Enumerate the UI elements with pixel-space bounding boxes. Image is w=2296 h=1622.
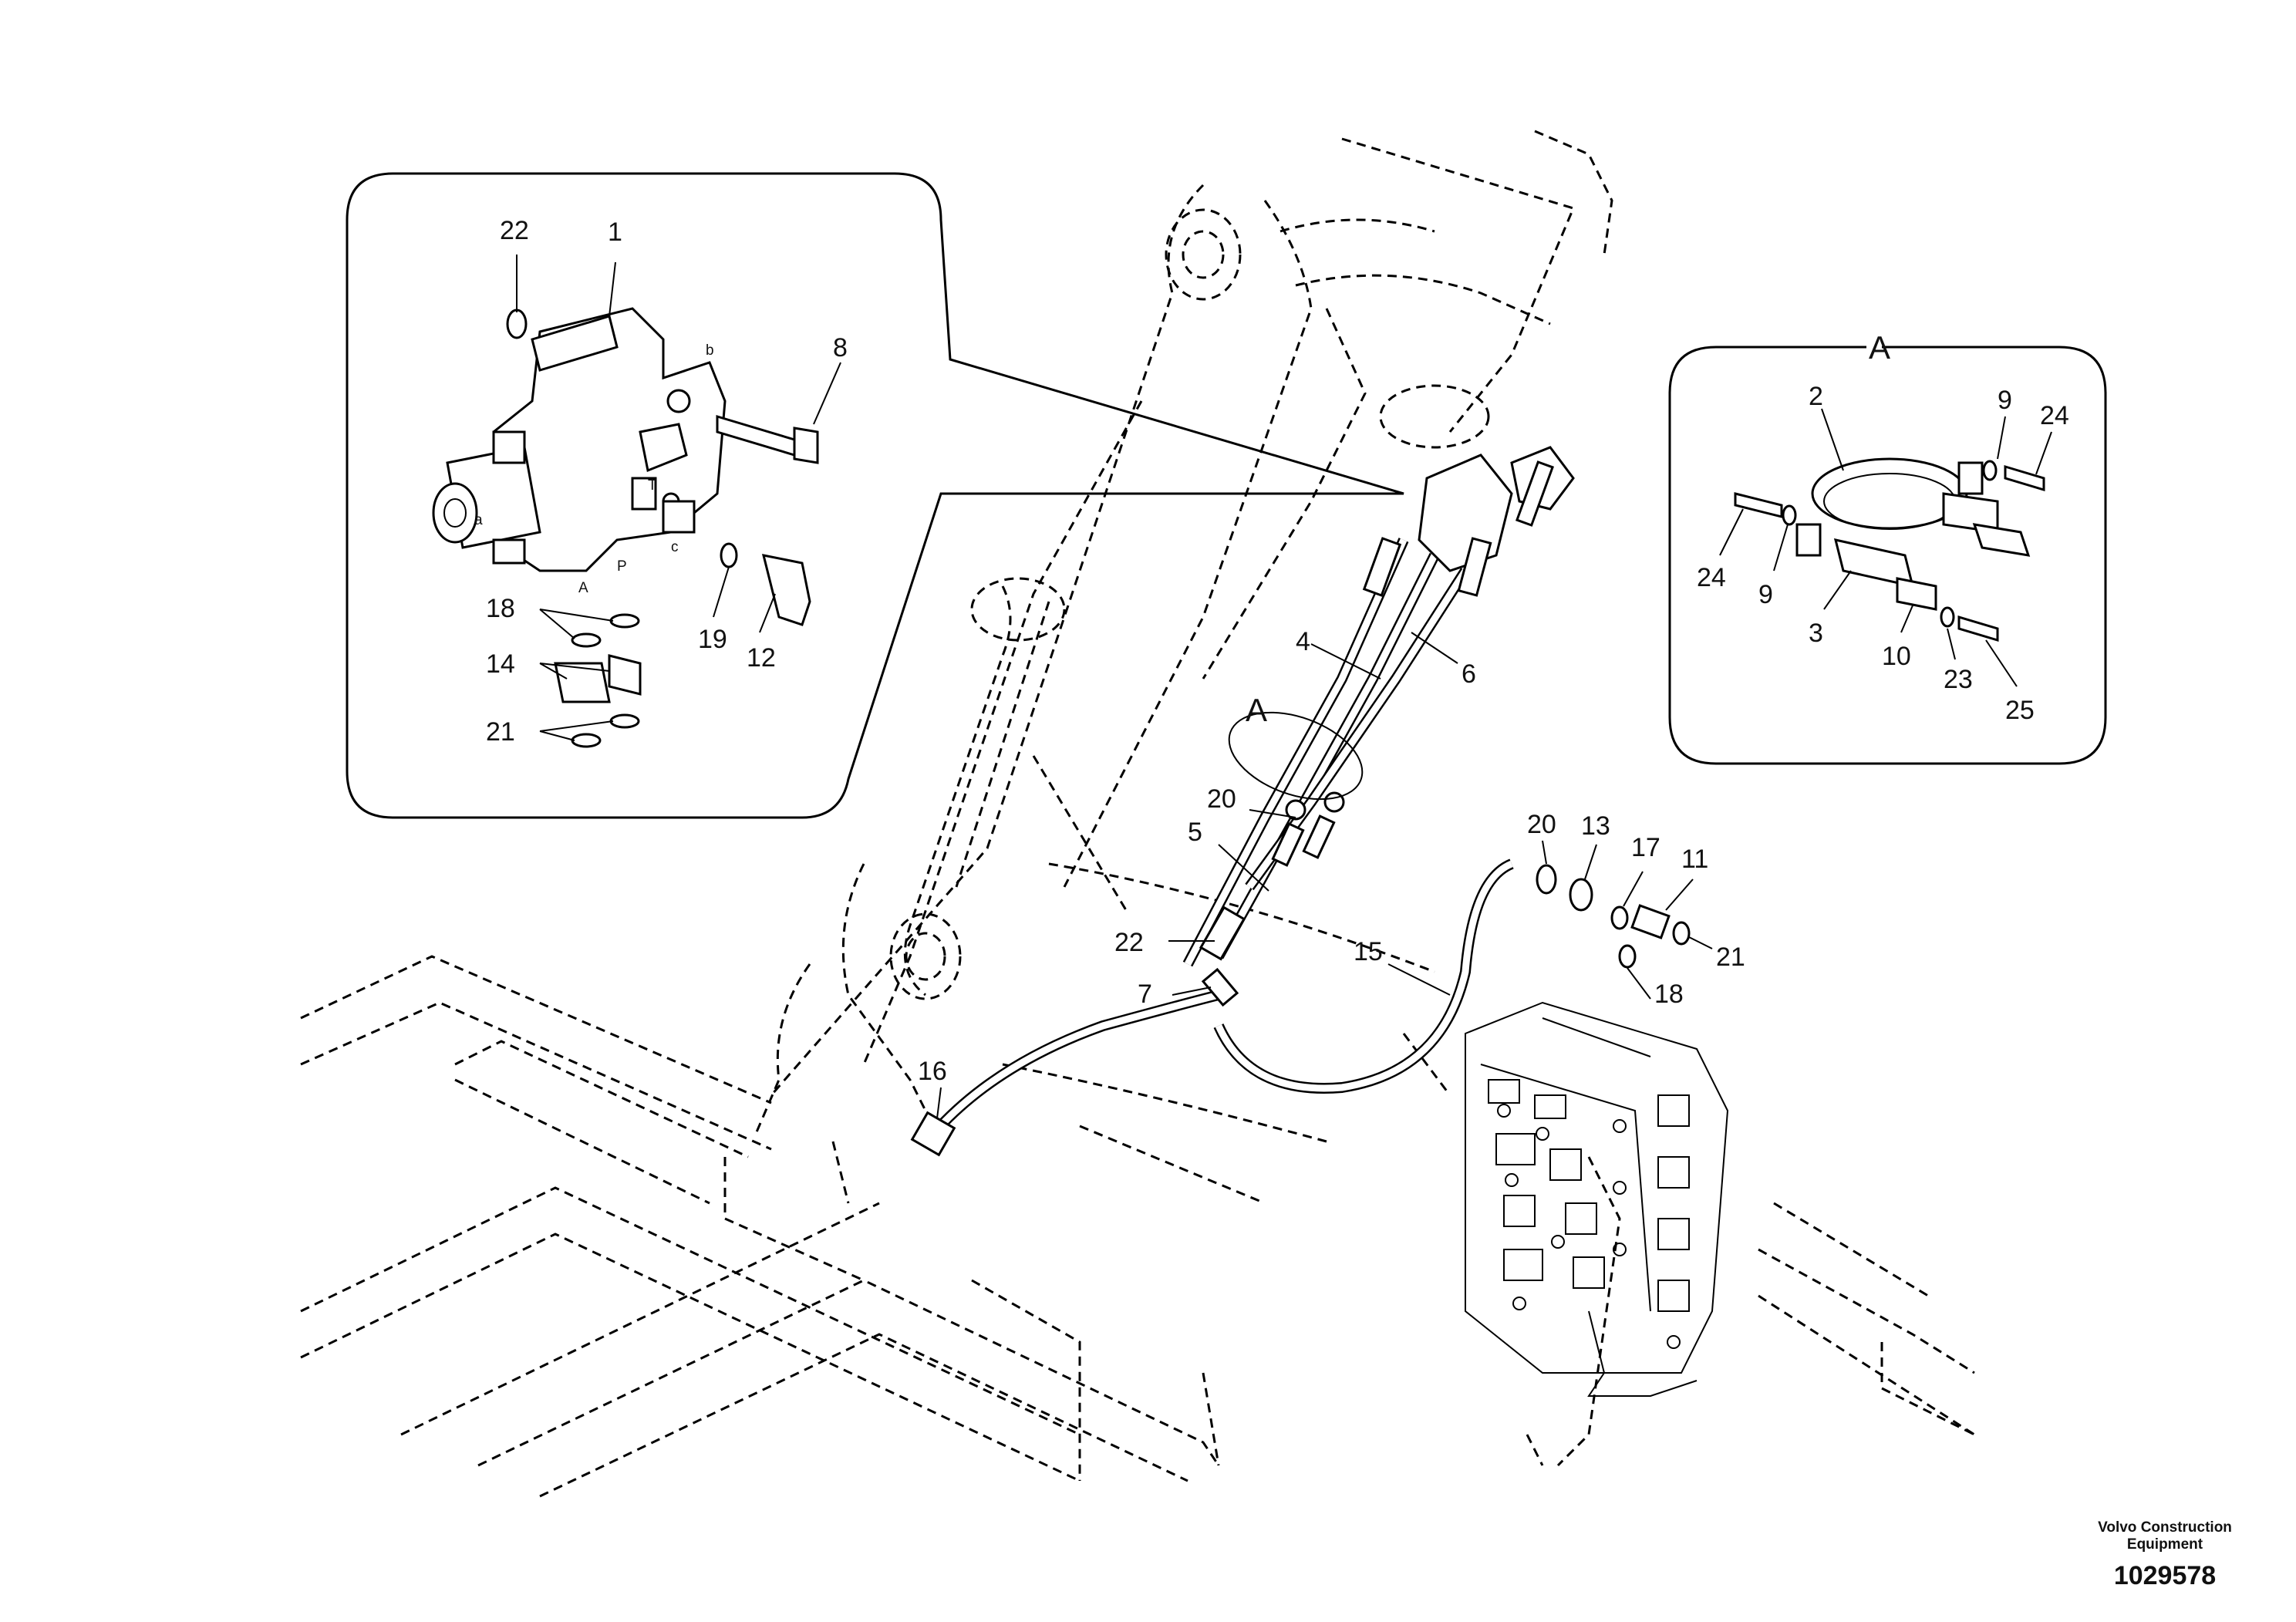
callout-4: 4 — [1296, 627, 1310, 656]
callout-numbers: 22 1 8 18 19 12 14 21 4 6 A 20 5 22 7 16… — [486, 216, 2069, 1086]
callout-20-left: 20 — [1207, 784, 1236, 814]
callout-5: 5 — [1188, 818, 1202, 847]
callout-24-top: 24 — [2040, 401, 2069, 430]
callout-16: 16 — [918, 1057, 947, 1086]
port-label-a: A — [578, 580, 588, 596]
callout-14: 14 — [486, 649, 515, 679]
callout-leaders — [516, 255, 2052, 1119]
port-label-t: T — [648, 477, 657, 494]
callout-7: 7 — [1138, 980, 1152, 1009]
machine-outline — [300, 130, 1975, 1498]
port-label-a-lower: a — [474, 512, 483, 528]
callout-17: 17 — [1631, 833, 1660, 862]
callout-21-right: 21 — [1716, 943, 1745, 972]
callout-13: 13 — [1581, 811, 1610, 841]
org-line-2: Equipment — [2126, 1536, 2203, 1553]
callout-9-left: 9 — [1758, 580, 1773, 609]
callout-11: 11 — [1681, 845, 1708, 874]
callout-9-top: 9 — [1998, 386, 2012, 415]
callout-2: 2 — [1809, 382, 1823, 411]
org-line-1: Volvo Construction — [2098, 1519, 2232, 1536]
hose-assembly — [910, 446, 1691, 1157]
port-label-p: P — [617, 558, 627, 575]
drawing-number: 1029578 — [2113, 1561, 2217, 1590]
callout-23: 23 — [1944, 665, 1973, 694]
callout-8: 8 — [833, 333, 848, 363]
detail-a-panel: A — [1668, 329, 2107, 765]
callout-15: 15 — [1354, 937, 1383, 966]
valve-detail-panel: b T c a A P — [346, 172, 1404, 819]
callout-22-valve: 22 — [500, 216, 529, 245]
port-label-c: c — [671, 539, 679, 555]
control-valve-block — [1465, 1001, 1729, 1397]
detail-a-title: A — [1869, 329, 1890, 366]
callout-3: 3 — [1809, 619, 1823, 648]
callout-22-hose: 22 — [1114, 928, 1144, 957]
section-a-mark: A — [1246, 692, 1267, 728]
callout-25: 25 — [2005, 696, 2035, 725]
footer-block: Volvo Construction Equipment 1029578 — [2080, 1519, 2250, 1591]
callout-12: 12 — [747, 643, 776, 673]
callout-1: 1 — [608, 218, 622, 247]
callout-21-valve: 21 — [486, 717, 515, 747]
callout-19: 19 — [698, 625, 727, 654]
callout-20-right: 20 — [1527, 810, 1556, 839]
callout-18-valve: 18 — [486, 594, 515, 623]
callout-10: 10 — [1882, 642, 1911, 671]
port-label-b: b — [706, 342, 714, 359]
callout-18-right: 18 — [1654, 980, 1684, 1009]
callout-6: 6 — [1462, 659, 1476, 689]
callout-24-left: 24 — [1697, 563, 1726, 592]
